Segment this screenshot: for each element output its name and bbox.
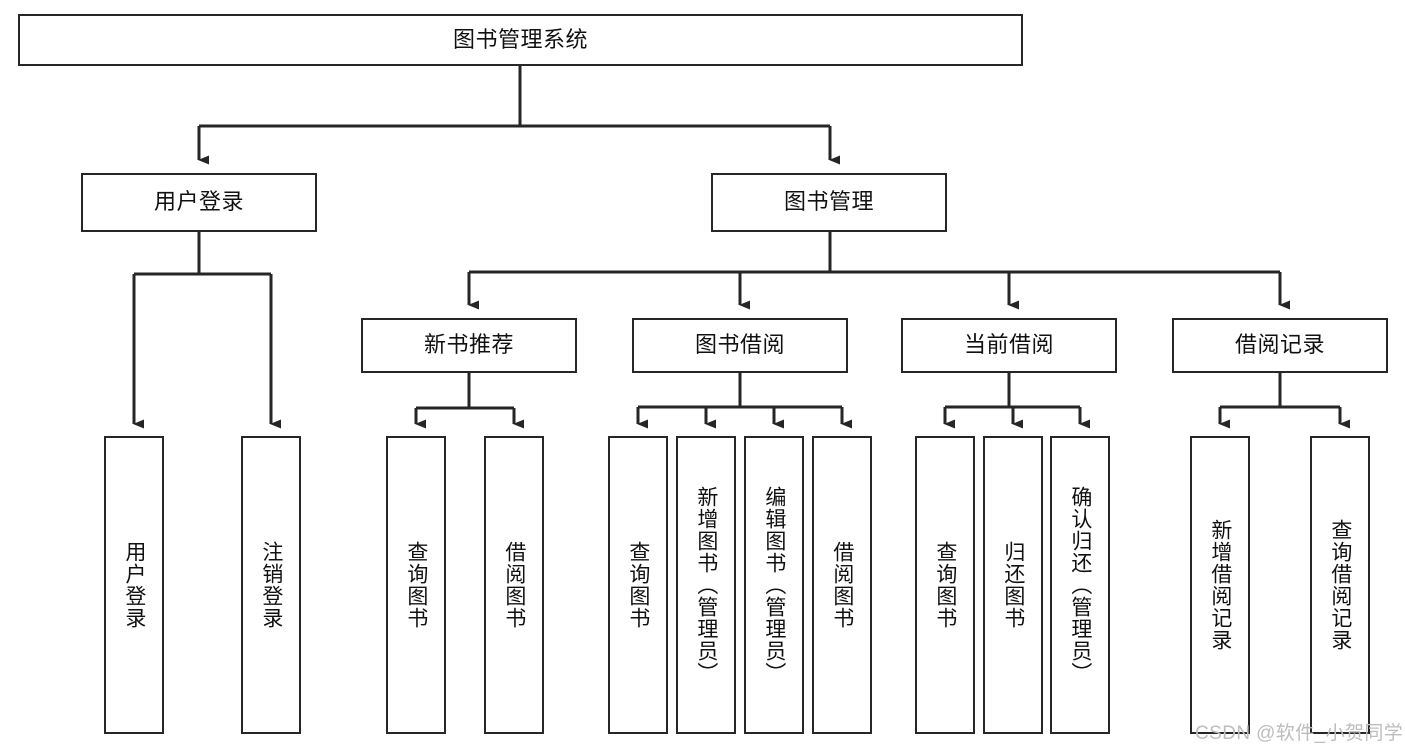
- node-leaf-add-book-admin[interactable]: 新增图书（管理员）: [676, 436, 736, 734]
- node-root[interactable]: 图书管理系统: [18, 14, 1023, 66]
- node-leaf-user-logout[interactable]: 注销登录: [241, 436, 301, 734]
- node-leaf-query-book-3-label: 查询图书: [933, 541, 957, 629]
- node-leaf-user-login[interactable]: 用户登录: [104, 436, 164, 734]
- node-leaf-borrow-book-1[interactable]: 借阅图书: [484, 436, 544, 734]
- node-leaf-edit-book-admin-label: 编辑图书（管理员）: [762, 486, 786, 684]
- node-leaf-query-book-3[interactable]: 查询图书: [915, 436, 975, 734]
- node-leaf-query-book-1[interactable]: 查询图书: [386, 436, 446, 734]
- node-borrow-record-label: 借阅记录: [1234, 332, 1325, 358]
- node-leaf-query-book-1-label: 查询图书: [404, 541, 428, 629]
- node-leaf-return-book-label: 归还图书: [1001, 541, 1025, 629]
- node-leaf-query-book-2[interactable]: 查询图书: [608, 436, 668, 734]
- node-leaf-add-borrow-record[interactable]: 新增借阅记录: [1190, 436, 1250, 734]
- node-current-borrow[interactable]: 当前借阅: [901, 318, 1117, 373]
- node-new-book-recommend[interactable]: 新书推荐: [361, 318, 577, 373]
- node-leaf-confirm-return-admin[interactable]: 确认归还（管理员）: [1050, 436, 1110, 734]
- node-book-borrow-label: 图书借阅: [694, 332, 785, 358]
- node-leaf-add-book-admin-label: 新增图书（管理员）: [694, 486, 718, 684]
- node-leaf-user-login-label: 用户登录: [122, 541, 146, 629]
- node-leaf-confirm-return-admin-label: 确认归还（管理员）: [1068, 486, 1092, 684]
- node-book-borrow[interactable]: 图书借阅: [632, 318, 848, 373]
- node-leaf-borrow-book-1-label: 借阅图书: [502, 541, 526, 629]
- node-user-login-label: 用户登录: [153, 189, 244, 215]
- node-borrow-record[interactable]: 借阅记录: [1172, 318, 1388, 373]
- node-leaf-query-book-2-label: 查询图书: [626, 541, 650, 629]
- node-leaf-user-logout-label: 注销登录: [259, 541, 283, 629]
- node-book-manage-label: 图书管理: [783, 189, 874, 215]
- node-leaf-add-borrow-record-label: 新增借阅记录: [1208, 519, 1232, 651]
- node-root-label: 图书管理系统: [452, 26, 588, 52]
- node-leaf-return-book[interactable]: 归还图书: [983, 436, 1043, 734]
- node-current-borrow-label: 当前借阅: [963, 332, 1054, 358]
- node-leaf-borrow-book-2-label: 借阅图书: [830, 541, 854, 629]
- node-leaf-borrow-book-2[interactable]: 借阅图书: [812, 436, 872, 734]
- node-leaf-query-borrow-record-label: 查询借阅记录: [1328, 519, 1352, 651]
- node-leaf-query-borrow-record[interactable]: 查询借阅记录: [1310, 436, 1370, 734]
- node-book-manage[interactable]: 图书管理: [711, 173, 947, 232]
- node-leaf-edit-book-admin[interactable]: 编辑图书（管理员）: [744, 436, 804, 734]
- node-new-book-recommend-label: 新书推荐: [423, 332, 514, 358]
- node-user-login[interactable]: 用户登录: [81, 173, 317, 232]
